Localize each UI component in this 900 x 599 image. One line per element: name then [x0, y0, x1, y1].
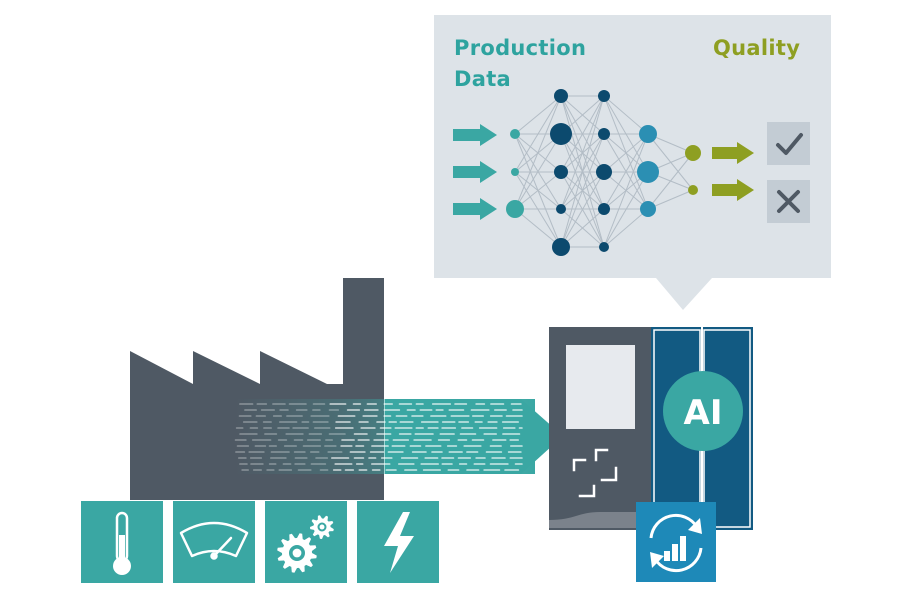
network-connection	[514, 208, 562, 248]
cross-icon	[777, 190, 800, 213]
checkmark-icon	[776, 133, 803, 155]
analytics-cycle-icon	[649, 513, 703, 573]
cross-box	[767, 180, 810, 223]
network-connection	[603, 95, 649, 135]
thermometer-icon	[113, 511, 131, 575]
gear-shape	[277, 533, 317, 573]
hidden-node	[598, 128, 610, 140]
input-arrow-icon	[453, 198, 497, 220]
network-connection	[603, 171, 649, 248]
hidden-node	[552, 238, 570, 256]
network-connection	[647, 189, 694, 210]
input-arrows	[453, 124, 497, 220]
gears-tile	[265, 501, 347, 583]
input-arrow-icon	[453, 161, 497, 183]
network-connection	[514, 171, 562, 210]
output-arrow-icon	[712, 179, 754, 201]
controller: AI	[549, 327, 753, 530]
input-node	[506, 200, 524, 218]
network-connection	[603, 133, 649, 248]
input-node	[511, 168, 519, 176]
network-connection	[514, 133, 562, 210]
network-connection	[514, 95, 562, 135]
network-connection	[603, 208, 649, 248]
network-connection	[603, 133, 649, 173]
network-nodes	[506, 89, 701, 256]
hidden-node	[639, 125, 657, 143]
network-connection	[647, 152, 694, 210]
controller-connector-icon	[572, 448, 618, 498]
output-arrow-icon	[712, 142, 754, 164]
gear-shape	[310, 515, 334, 539]
thermometer-tile	[81, 501, 163, 583]
hidden-node	[599, 242, 609, 252]
data-arrow-body	[235, 399, 535, 474]
ai-label: AI	[684, 393, 723, 433]
production-data-label-line1: Production	[454, 36, 586, 60]
hidden-node	[596, 164, 612, 180]
lightning-icon	[384, 512, 414, 573]
hidden-node	[556, 204, 566, 214]
network-connection	[514, 95, 562, 210]
hidden-node	[637, 161, 659, 183]
lightning-tile	[357, 501, 439, 583]
ai-badge	[663, 371, 743, 451]
panel-background	[434, 15, 831, 310]
network-connection	[560, 95, 605, 173]
output-arrows	[712, 142, 754, 201]
network-connection	[603, 133, 649, 210]
hidden-node	[550, 123, 572, 145]
data-stream-lines	[234, 403, 523, 471]
output-node	[685, 145, 701, 161]
output-node	[688, 185, 698, 195]
input-node	[510, 129, 520, 139]
hidden-node	[554, 89, 568, 103]
network-connection	[560, 208, 605, 248]
input-arrow-icon	[453, 124, 497, 146]
hidden-node	[554, 165, 568, 179]
quality-label: Quality	[713, 36, 800, 60]
data-stream	[234, 399, 563, 474]
gear-hub	[319, 524, 325, 530]
gauge-tile	[173, 501, 255, 583]
network-connection	[514, 95, 562, 173]
network-connection	[560, 95, 605, 248]
hidden-node	[640, 201, 656, 217]
hidden-node	[598, 90, 610, 102]
gauge-icon	[179, 521, 249, 560]
controller-display	[566, 345, 635, 429]
network-connection	[560, 133, 605, 248]
neural-network-panel: Production Data Quality	[434, 15, 831, 310]
gears-icon	[277, 515, 334, 573]
sensor-tiles	[81, 501, 716, 583]
analytics-tile	[636, 502, 716, 582]
production-data-label-line2: Data	[454, 67, 511, 91]
gear-hub	[292, 548, 302, 558]
network-connection	[560, 171, 605, 248]
network-connection	[560, 95, 605, 210]
check-box	[767, 122, 810, 165]
hidden-node	[598, 203, 610, 215]
